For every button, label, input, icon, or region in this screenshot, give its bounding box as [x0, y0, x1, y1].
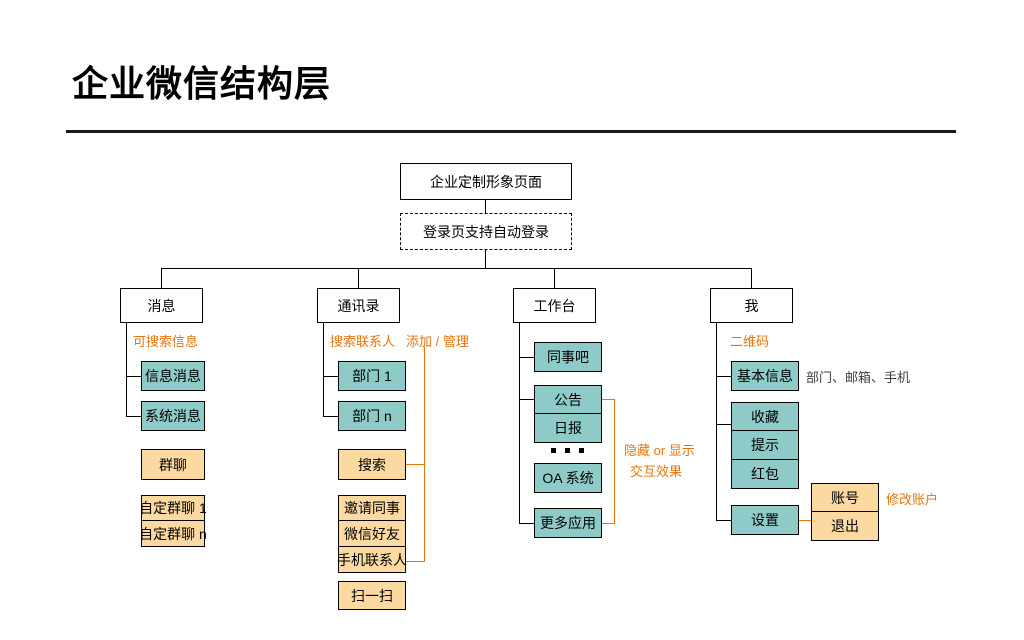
stub-contacts-1 [323, 376, 338, 377]
note-workbench-hide-show-line2: 交互效果 [630, 464, 683, 479]
node-workbench-more-apps[interactable]: 更多应用 [534, 508, 602, 538]
node-me-basic-info[interactable]: 基本信息 [731, 361, 799, 391]
bracket-workbench-bottom [602, 523, 615, 524]
node-workbench-oa-system[interactable]: OA 系统 [534, 463, 602, 493]
node-column-title-messages[interactable]: 消息 [120, 288, 203, 323]
bracket-contacts-vertical [424, 347, 425, 561]
node-messages-system[interactable]: 系统消息 [141, 401, 205, 431]
connector-drop-workbench [554, 268, 555, 288]
bracket-contacts-to-phone [406, 561, 425, 562]
ellipsis-workbench [551, 448, 584, 453]
connector-login-to-bus [485, 250, 486, 268]
stub-contacts-2 [323, 416, 338, 417]
connector-drop-messages [161, 268, 162, 288]
node-contacts-wechat-friend[interactable]: 微信好友 [338, 521, 406, 547]
stub-messages-2 [126, 416, 141, 417]
note-me-qrcode: 二维码 [730, 334, 770, 349]
stub-workbench-1 [519, 357, 534, 358]
rail-contacts [323, 323, 324, 416]
node-me-account[interactable]: 账号 [811, 483, 879, 512]
node-messages-info[interactable]: 信息消息 [141, 361, 205, 391]
node-workbench-daily-report[interactable]: 日报 [534, 414, 602, 443]
node-contacts-dept-n[interactable]: 部门 n [338, 401, 406, 431]
stub-messages-1 [126, 376, 141, 377]
stub-workbench-3 [519, 523, 534, 524]
node-me-tips[interactable]: 提示 [731, 431, 799, 460]
node-me-logout[interactable]: 退出 [811, 512, 879, 541]
node-me-red-packet[interactable]: 红包 [731, 460, 799, 489]
connector-root-to-login [485, 200, 486, 213]
node-login-auto[interactable]: 登录页支持自动登录 [400, 213, 572, 250]
note-me-basic-info-detail: 部门、邮箱、手机 [806, 370, 911, 385]
rail-me [716, 323, 717, 521]
page-title: 企业微信结构层 [72, 63, 332, 104]
stub-workbench-2 [519, 399, 534, 400]
node-me-settings[interactable]: 设置 [731, 505, 799, 535]
stub-me-2 [716, 424, 731, 425]
stub-me-3 [716, 520, 731, 521]
connector-drop-me [751, 268, 752, 288]
node-messages-custom-group-n[interactable]: 自定群聊 n [139, 521, 207, 547]
connector-drop-contacts [358, 268, 359, 288]
note-contacts-search: 搜索联系人 [330, 334, 396, 349]
node-contacts-invite-colleague[interactable]: 邀请同事 [338, 495, 406, 521]
note-messages-searchable: 可搜索信息 [133, 334, 199, 349]
node-contacts-phone-contact[interactable]: 手机联系人 [337, 547, 407, 573]
node-workbench-announcement[interactable]: 公告 [534, 385, 602, 414]
note-me-modify-account: 修改账户 [886, 492, 939, 507]
node-workbench-colleague-bar[interactable]: 同事吧 [534, 342, 602, 372]
connector-main-bus [161, 268, 751, 269]
node-column-title-workbench[interactable]: 工作台 [513, 288, 596, 323]
connector-settings-to-account [799, 520, 811, 521]
bracket-contacts-to-search [406, 464, 425, 465]
node-contacts-scan[interactable]: 扫一扫 [338, 581, 406, 610]
node-column-title-contacts[interactable]: 通讯录 [317, 288, 400, 323]
rail-workbench [519, 323, 520, 524]
node-messages-group-chat[interactable]: 群聊 [141, 449, 205, 480]
note-contacts-add-manage: 添加 / 管理 [406, 334, 469, 349]
note-workbench-hide-show-line1: 隐藏 or 显示 [624, 443, 695, 458]
node-messages-custom-group-1[interactable]: 自定群聊 1 [139, 495, 207, 521]
bracket-workbench-top [602, 399, 615, 400]
node-contacts-dept-1[interactable]: 部门 1 [338, 361, 406, 391]
node-column-title-me[interactable]: 我 [710, 288, 793, 323]
rail-messages [126, 323, 127, 416]
stub-me-1 [716, 376, 731, 377]
bracket-workbench-vertical [614, 399, 615, 523]
title-divider [66, 130, 956, 133]
node-contacts-search-box[interactable]: 搜索 [338, 449, 406, 480]
node-root-brand-page[interactable]: 企业定制形象页面 [400, 163, 572, 200]
node-me-favorites[interactable]: 收藏 [731, 402, 799, 431]
